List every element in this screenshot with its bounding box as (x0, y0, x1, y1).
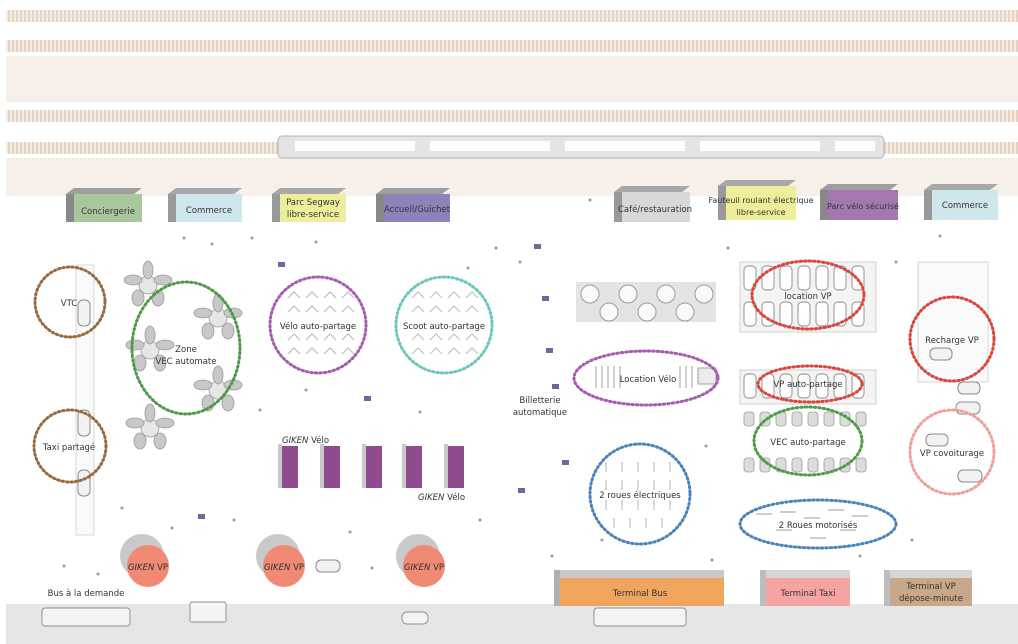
service-kiosks (66, 180, 998, 222)
terminal-vp[interactable] (884, 570, 972, 606)
accueil-kiosk[interactable] (376, 188, 450, 222)
giken-vp-label-3: GIKEN VP (404, 563, 444, 573)
train (277, 135, 885, 159)
vp-parking-location (739, 261, 877, 333)
road (6, 604, 1018, 644)
giken-velo-label-bottom: GIKEN Vélo (418, 492, 465, 503)
bus-demande-label: Bus à la demande (48, 589, 125, 599)
terminals (554, 570, 972, 606)
cafe-tables (576, 282, 716, 322)
zone-vec-label-1: Zone (175, 345, 197, 355)
recharge-vp-ring[interactable] (908, 295, 996, 383)
bus-icon (189, 601, 227, 623)
commerce-kiosk-right[interactable] (924, 184, 998, 220)
cafe-label: Café/restauration (618, 204, 692, 215)
vtc-label: VTC (61, 299, 78, 309)
giken-vp-label-1: GIKEN VP (128, 563, 168, 573)
parc-velo-label: Parc vélo sécurisé (827, 201, 899, 211)
roues-electriques-label: 2 roues électriques (599, 490, 681, 501)
terminal-bus[interactable] (554, 570, 724, 606)
fauteuil-kiosk[interactable] (718, 180, 796, 220)
velo-rack-icons (287, 291, 355, 355)
scoot-autopartage-label: Scoot auto-partage (403, 322, 485, 332)
car-icon (315, 559, 341, 573)
commerce-left-label: Commerce (186, 206, 232, 216)
bus-icon (593, 607, 687, 627)
track-strip (6, 110, 1018, 122)
car-icon (925, 433, 949, 447)
vp-covoiturage-ring[interactable] (908, 408, 996, 496)
billetterie-label-1: Billetterie (519, 396, 560, 406)
giken-vp-towers (120, 534, 445, 587)
giken-vp-label-2: GIKEN VP (264, 563, 304, 573)
vec-autopartage-ring[interactable] (752, 405, 864, 477)
car-icon (77, 299, 91, 327)
road-vehicles (41, 601, 687, 627)
location-vp-label: location VP (784, 292, 831, 302)
conciergerie-kiosk[interactable] (66, 188, 142, 222)
giken-velo-label-top: GIKEN Vélo (282, 435, 329, 446)
motorized-two-wheelers (756, 509, 868, 539)
location-velo-rack (595, 366, 717, 388)
labels: Conciergerie Commerce Parc Segway libre-… (42, 195, 988, 604)
scoot-autopartage-ring[interactable] (394, 275, 494, 375)
cafe-kiosk[interactable] (614, 186, 690, 222)
scoot-rack-icons (411, 291, 479, 355)
platform (6, 56, 1018, 102)
terminal-taxi[interactable] (760, 570, 850, 606)
commerce-kiosk-left[interactable] (168, 188, 242, 222)
roues-electriques-ring[interactable] (588, 442, 692, 546)
scattered-markers (62, 198, 942, 576)
car-icon (77, 409, 91, 437)
segway-kiosk[interactable] (272, 188, 346, 222)
terminal-vp-label-1: Terminal VP (905, 582, 956, 592)
recharge-lane (917, 261, 989, 483)
electric-two-wheelers (605, 462, 671, 528)
vec-autopartage-vehicles (743, 411, 867, 473)
vp-autopartage-ring[interactable] (756, 364, 864, 404)
roues-motorises-ring[interactable] (738, 498, 898, 550)
vp-autopartage-label: VP auto-partage (773, 380, 842, 390)
car-icon (957, 381, 981, 395)
taxi-partage-ring[interactable] (32, 408, 108, 484)
recharge-vp-label: Recharge VP (925, 336, 979, 346)
car-icon (957, 469, 983, 483)
terminal-taxi-label: Terminal Taxi (779, 589, 835, 599)
fauteuil-label-1: Fauteuil roulant électrique (708, 195, 813, 205)
accueil-label: Accueil/Guichet (384, 205, 451, 215)
location-velo-ring[interactable] (572, 349, 720, 407)
giken-velo-towers (278, 444, 464, 488)
velo-autopartage-label: Vélo auto-partage (280, 321, 356, 332)
commerce-right-label: Commerce (942, 201, 988, 211)
bus-icon (41, 607, 131, 627)
zone-vec-ring[interactable] (130, 280, 242, 416)
vec-autopartage-label: VEC auto-partage (770, 438, 845, 448)
zone-rings (32, 259, 996, 550)
taxi-lane (75, 264, 95, 536)
car-icon (929, 347, 953, 361)
car-icon (77, 469, 91, 497)
vec-automate-pods (123, 260, 243, 450)
car-icon (401, 611, 429, 625)
rail-platforms (6, 10, 1018, 196)
track-strip (6, 10, 1018, 22)
parc-velo-kiosk[interactable] (820, 184, 898, 220)
location-velo-label: Location Vélo (620, 374, 677, 385)
roues-motorises-label: 2 Roues motorisés (779, 520, 858, 531)
segway-label-1: Parc Segway (286, 198, 340, 208)
segway-label-2: libre-service (287, 210, 339, 220)
track-strip (6, 40, 1018, 52)
terminal-bus-label: Terminal Bus (612, 589, 668, 599)
vp-covoiturage-label: VP covoiturage (920, 449, 984, 459)
location-vp-ring[interactable] (750, 259, 866, 331)
terminal-vp-label-2: dépose-minute (899, 593, 963, 604)
taxi-partage-label: Taxi partagé (42, 442, 95, 453)
zone-vec-label-2: VEC automate (155, 357, 216, 367)
fauteuil-label-2: libre-service (736, 208, 785, 217)
vtc-ring[interactable] (33, 265, 107, 339)
velo-autopartage-ring[interactable] (268, 275, 368, 375)
conciergerie-label: Conciergerie (81, 207, 135, 217)
billetterie-label-2: automatique (513, 408, 567, 418)
